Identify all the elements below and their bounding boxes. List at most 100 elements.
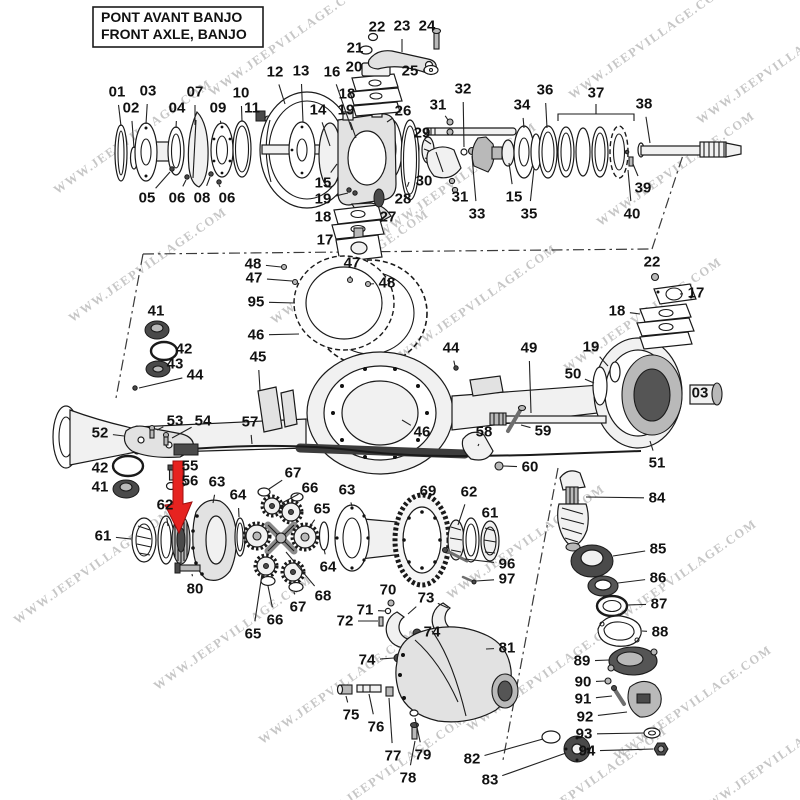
part-01-shim bbox=[114, 124, 128, 182]
leader-line bbox=[585, 496, 645, 499]
part-label-66: 66 bbox=[302, 480, 319, 497]
part-label-42: 42 bbox=[176, 341, 193, 358]
part-label-10: 10 bbox=[233, 85, 250, 102]
part-label-02: 02 bbox=[123, 100, 140, 117]
part-label-93: 93 bbox=[576, 726, 593, 743]
part-label-22: 22 bbox=[369, 19, 386, 36]
part-label-47: 47 bbox=[344, 255, 361, 272]
part-label-30: 30 bbox=[416, 173, 433, 190]
part-label-39: 39 bbox=[635, 180, 652, 197]
part-label-48: 48 bbox=[245, 256, 262, 273]
leader-line bbox=[212, 494, 216, 504]
part-label-95: 95 bbox=[248, 294, 265, 311]
leader-line bbox=[335, 192, 349, 197]
watermark-text: WWW.JEEPVILLAGE.COM bbox=[694, 699, 800, 800]
leader-line bbox=[584, 378, 595, 384]
leader-line bbox=[250, 434, 253, 445]
part-label-74: 74 bbox=[359, 652, 376, 669]
part-label-41: 41 bbox=[92, 479, 109, 496]
part-label-48: 48 bbox=[379, 275, 396, 292]
leader-line bbox=[627, 169, 632, 202]
part-label-72: 72 bbox=[337, 613, 354, 630]
leader-line bbox=[219, 120, 222, 125]
part-61-bearing-left bbox=[131, 517, 157, 563]
part-27-bushing bbox=[373, 188, 385, 208]
part-69-ring-gear bbox=[392, 492, 452, 588]
part-label-15: 15 bbox=[506, 189, 523, 206]
part-label-97: 97 bbox=[499, 571, 516, 588]
part-label-65: 65 bbox=[245, 626, 262, 643]
part-label-61: 61 bbox=[95, 528, 112, 545]
part-label-91: 91 bbox=[575, 691, 592, 708]
part-label-33: 33 bbox=[469, 206, 486, 223]
part-label-84: 84 bbox=[649, 490, 666, 507]
leader-line bbox=[626, 603, 647, 606]
leader-line bbox=[386, 117, 393, 123]
leader-line bbox=[379, 657, 395, 660]
part-68-spider-cross bbox=[264, 521, 298, 555]
leader-line bbox=[300, 83, 304, 123]
part-label-73: 73 bbox=[418, 590, 435, 607]
part-label-86: 86 bbox=[650, 570, 667, 587]
part-89-cover bbox=[607, 646, 658, 676]
part-label-63: 63 bbox=[209, 474, 226, 491]
part-59-bolt bbox=[506, 404, 527, 433]
leader-line bbox=[293, 591, 296, 595]
part-label-18: 18 bbox=[339, 86, 356, 103]
leader-line bbox=[406, 181, 410, 187]
part-label-61: 61 bbox=[482, 505, 499, 522]
part-label-92: 92 bbox=[577, 709, 594, 726]
part-17-cap-plate bbox=[335, 227, 383, 263]
leader-line bbox=[437, 602, 449, 609]
part-label-14: 14 bbox=[310, 102, 327, 119]
part-label-70: 70 bbox=[380, 582, 397, 599]
part-label-23: 23 bbox=[394, 18, 411, 35]
part-label-17: 17 bbox=[317, 232, 334, 249]
part-42-ring-upper bbox=[149, 340, 179, 362]
leader-line bbox=[629, 312, 641, 315]
part-label-25: 25 bbox=[402, 63, 419, 80]
title-box: PONT AVANT BANJO FRONT AXLE, BANJO bbox=[92, 6, 264, 48]
leader-line bbox=[612, 550, 646, 557]
part-label-44: 44 bbox=[187, 367, 204, 384]
part-65-side-gear-right bbox=[290, 522, 320, 552]
leader-line bbox=[545, 102, 548, 129]
leader-line bbox=[464, 558, 495, 564]
watermark-text: WWW.JEEPVILLAGE.COM bbox=[694, 7, 800, 127]
part-50-ring bbox=[592, 366, 608, 406]
part-label-62: 62 bbox=[157, 497, 174, 514]
part-label-32: 32 bbox=[455, 81, 472, 98]
part-label-47: 47 bbox=[246, 270, 263, 287]
part-label-81: 81 bbox=[499, 640, 516, 657]
part-30-yoke bbox=[426, 146, 462, 179]
leader-line bbox=[649, 440, 654, 451]
part-label-13: 13 bbox=[293, 63, 310, 80]
part-80-bolt bbox=[174, 562, 201, 574]
leader-line bbox=[349, 122, 357, 139]
leader-line bbox=[596, 732, 645, 735]
part-64-thrust-washer-right bbox=[318, 521, 330, 551]
part-93-washer bbox=[643, 727, 661, 739]
watermark-text: WWW.JEEPVILLAGE.COM bbox=[151, 573, 315, 693]
part-label-57: 57 bbox=[242, 414, 259, 431]
leader-line bbox=[254, 573, 263, 622]
part-19-pins-lower bbox=[346, 187, 358, 196]
leader-line bbox=[267, 585, 273, 608]
part-label-46: 46 bbox=[414, 424, 431, 441]
part-22-nut-middle bbox=[650, 272, 660, 282]
part-label-15: 15 bbox=[315, 175, 332, 192]
part-label-36: 36 bbox=[537, 82, 554, 99]
part-label-79: 79 bbox=[415, 747, 432, 764]
part-29-tie-rod bbox=[423, 127, 517, 136]
leader-line bbox=[597, 711, 628, 717]
part-43-seal-upper bbox=[145, 360, 171, 378]
part-label-74: 74 bbox=[424, 624, 441, 641]
part-label-41: 41 bbox=[148, 303, 165, 320]
part-label-85: 85 bbox=[650, 541, 667, 558]
part-label-80: 80 bbox=[187, 581, 204, 598]
part-label-75: 75 bbox=[343, 707, 360, 724]
part-label-71: 71 bbox=[357, 602, 374, 619]
